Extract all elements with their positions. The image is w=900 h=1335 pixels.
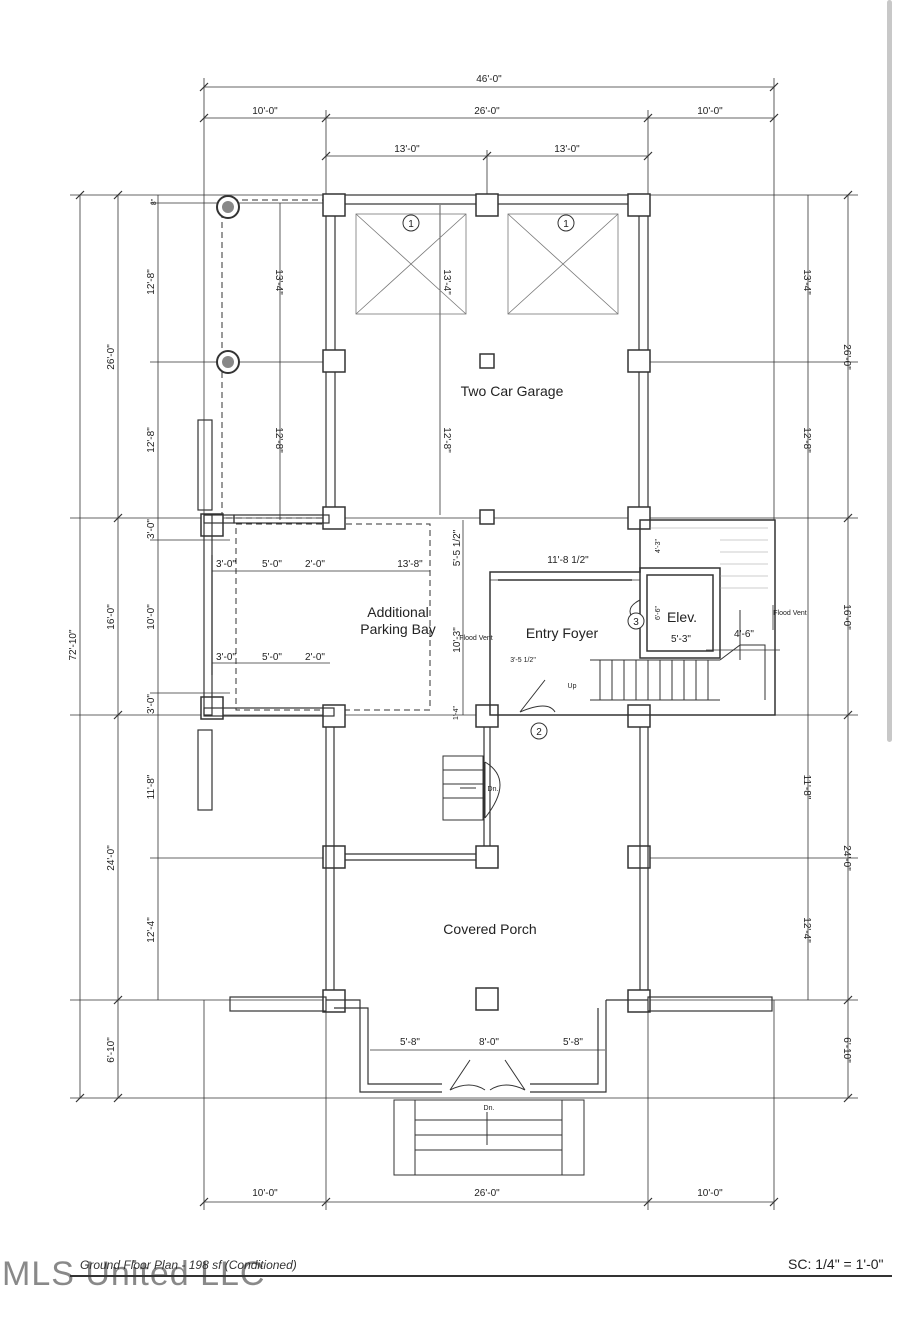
dim-porch-58a: 5'-8" (400, 1037, 420, 1048)
dim-right-128: 12'-8" (801, 427, 812, 453)
dim-right-24: 24'-0" (841, 845, 852, 871)
dim-bay-30a: 3'-0" (216, 559, 236, 570)
parking-label-line1: Additional (367, 604, 429, 620)
dim-right-134: 13'-4" (801, 269, 812, 295)
dim-left-26: 26'-0" (106, 344, 117, 370)
mls-watermark: MLS United LLC (2, 1255, 266, 1293)
scale-note: SC: 1/4" = 1'-0" (788, 1256, 884, 1272)
dim-right-610: 6'-10" (841, 1037, 852, 1063)
title-rule (70, 1275, 892, 1277)
dim-inner-134a: 13'-4" (273, 269, 284, 295)
dim-foyer-width: 11'-8 1/2" (547, 555, 589, 566)
dim-right-16: 16'-0" (841, 604, 852, 630)
dim-bay-138: 13'-8" (397, 559, 423, 570)
stair-up-note: Up (568, 683, 577, 690)
dim-top-right: 10'-0" (697, 106, 723, 117)
dim-left-610: 6'-10" (106, 1037, 117, 1063)
dim-inner-134b: 13'-4" (441, 269, 452, 295)
dim-bottom-mid: 26'-0" (474, 1188, 500, 1199)
dim-inner-128b: 12'-8" (441, 427, 452, 453)
stair-hatch (650, 527, 768, 589)
dim-bottom-right: 10'-0" (697, 1188, 723, 1199)
dim-garage-half-left: 13'-0" (394, 144, 420, 155)
flood-vent-right-note: Flood Vent (773, 610, 807, 617)
dim-foyer-103: 10'-3" (452, 627, 463, 653)
dim-bay-50a: 5'-0" (262, 559, 282, 570)
dim-top-left: 10'-0" (252, 106, 278, 117)
dim-left-8: 8" (151, 198, 158, 205)
dim-left-128b: 12'-8" (146, 427, 157, 453)
dim-right-26: 26'-0" (841, 344, 852, 370)
foyer-walls (489, 519, 776, 716)
vertical-scrollbar[interactable] (887, 0, 892, 742)
dim-left-30a: 3'-0" (146, 519, 157, 539)
dim-left-124: 12'-4" (146, 917, 157, 943)
plan-notes: Flood Vent Flood Vent Up Dn. Dn. (459, 610, 807, 1112)
dim-right-118: 11'-8" (801, 775, 812, 800)
dim-top-mid: 26'-0" (474, 106, 500, 117)
garage-label: Two Car Garage (461, 383, 564, 399)
dim-overall-depth: 72'-10" (68, 629, 79, 660)
dim-overall-width: 46'-0" (476, 74, 502, 85)
dim-elev-53: 5'-3" (671, 634, 691, 645)
stair (590, 610, 766, 701)
parking-bay-walls (197, 419, 335, 811)
dim-bottom-left: 10'-0" (252, 1188, 278, 1199)
door-tags: 1 1 2 3 (402, 214, 645, 740)
dim-foyer-512: 5'-5 1/2" (452, 529, 463, 566)
flood-vent-left-note: Flood Vent (459, 635, 493, 642)
dim-right-124: 12'-4" (801, 917, 812, 943)
porch-stair (393, 1099, 585, 1176)
dim-elev-66: 6'-6" (655, 606, 662, 620)
dim-left-16: 16'-0" (106, 604, 117, 630)
elevator-label: Elev. (667, 609, 697, 625)
foyer-label: Entry Foyer (526, 625, 599, 641)
dim-stair-43: 4'-3" (655, 539, 662, 553)
columns (200, 193, 651, 1013)
door-tag-1b: 1 (563, 219, 569, 230)
dim-left-128a: 12'-8" (146, 269, 157, 295)
dimension-text: 46'-0" 10'-0" 26'-0" 10'-0" 13'-0" 13'-0… (68, 74, 852, 1199)
dim-bay-20b: 2'-0" (305, 652, 325, 663)
dim-garage-half-right: 13'-0" (554, 144, 580, 155)
dim-inner-128a: 12'-8" (273, 427, 284, 453)
porch-label: Covered Porch (443, 921, 536, 937)
dim-stair-46: 4'-6" (734, 629, 754, 640)
dim-bay-50b: 5'-0" (262, 652, 282, 663)
dim-porch-80: 8'-0" (479, 1037, 499, 1048)
dim-foyer-14: 1'-4" (453, 706, 460, 720)
dim-left-30b: 3'-0" (146, 694, 157, 714)
porch-walls (229, 727, 773, 1093)
dim-left-24: 24'-0" (106, 845, 117, 871)
sheet-title: Ground Floor Plan - 198 sf (Conditioned) (80, 1258, 297, 1272)
dim-bay-30b: 3'-0" (216, 652, 236, 663)
door-tag-3: 3 (633, 617, 639, 628)
dimension-lines (70, 78, 858, 1210)
porch-stair-down-note: Dn. (484, 1105, 495, 1112)
side-stair-down-note: Dn. (488, 786, 499, 793)
dim-left-100: 10'-0" (146, 604, 157, 630)
door-tag-1: 1 (408, 219, 414, 230)
room-labels: Two Car Garage Additional Parking Bay En… (360, 383, 697, 937)
side-stair (442, 755, 484, 821)
dim-foyer-3512: 3'-5 1/2" (510, 657, 536, 664)
dim-bay-20a: 2'-0" (305, 559, 325, 570)
dim-porch-58b: 5'-8" (563, 1037, 583, 1048)
parking-label-line2: Parking Bay (360, 621, 435, 637)
dim-left-118: 11'-8" (146, 774, 157, 799)
door-tag-2: 2 (536, 727, 542, 738)
